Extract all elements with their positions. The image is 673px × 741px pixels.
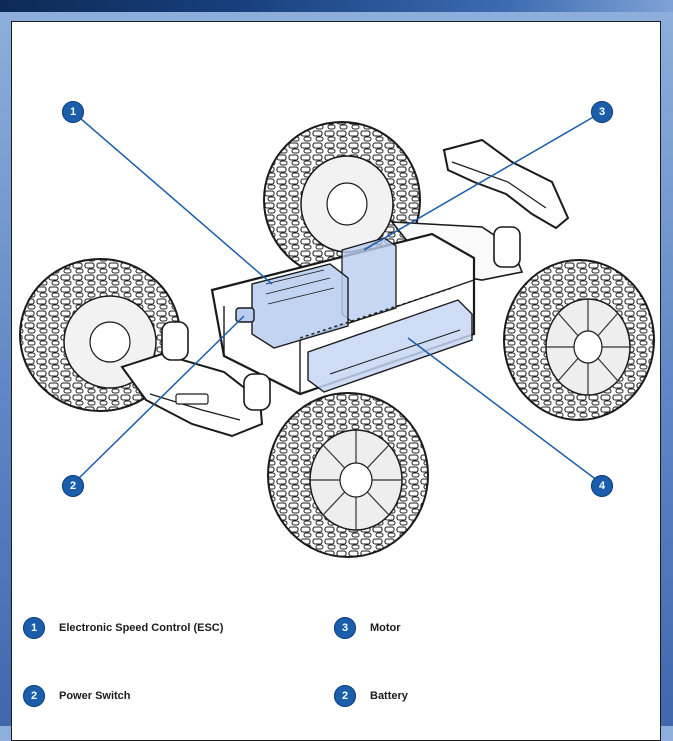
legend-badge-battery: 2 — [334, 685, 356, 707]
callout-badge-motor: 3 — [591, 101, 613, 123]
front-left-shock — [162, 322, 188, 360]
rear-right-wheel — [504, 260, 654, 420]
callout-badge-battery: 4 — [591, 475, 613, 497]
top-accent-bar — [0, 0, 673, 12]
callout-badge-esc: 1 — [62, 101, 84, 123]
legend-badge-power-switch: 2 — [23, 685, 45, 707]
legend-badge-motor: 3 — [334, 617, 356, 639]
legend-label-esc: Electronic Speed Control (ESC) — [59, 622, 223, 634]
rear-bumper — [444, 140, 568, 228]
legend-label-battery: Battery — [370, 690, 408, 702]
front-right-wheel — [268, 393, 428, 557]
callout-badge-power-switch: 2 — [62, 475, 84, 497]
legend-badge-esc: 1 — [23, 617, 45, 639]
power-switch-part — [236, 308, 254, 322]
rc-truck-illustration — [12, 22, 662, 582]
legend-label-power-switch: Power Switch — [59, 690, 131, 702]
rear-shock — [494, 227, 520, 267]
front-right-shock — [244, 374, 270, 410]
legend-label-motor: Motor — [370, 622, 401, 634]
diagram-panel: 1 3 2 4 1 Electronic Speed Control (ESC)… — [11, 21, 661, 741]
